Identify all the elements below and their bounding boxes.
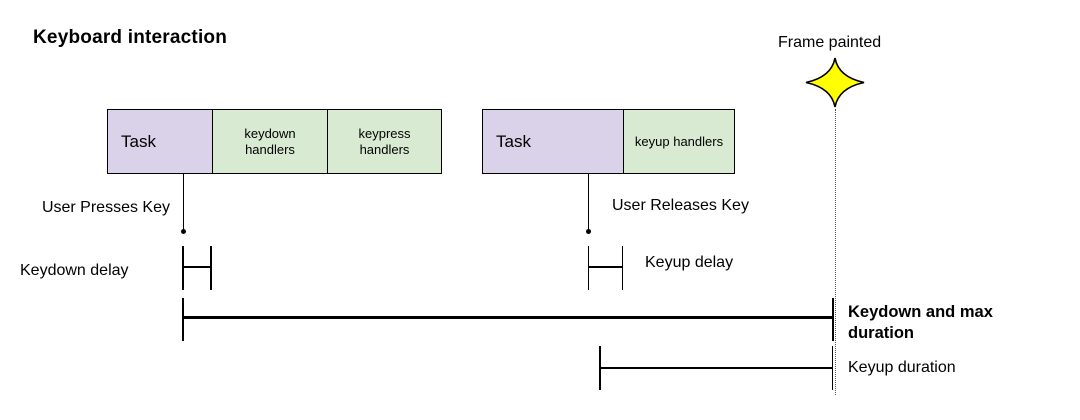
keydown-delay-start-tick [182, 246, 184, 290]
keyup-duration-start-tick [599, 346, 601, 390]
keyup-handlers-block: keyup handlers [623, 110, 734, 173]
frame-painted-label: Frame painted [778, 34, 882, 51]
keydown-delay-label: Keydown delay [20, 262, 129, 279]
task-block: Task [483, 110, 623, 173]
keyup-task-bar: Task keyup handlers [482, 109, 735, 174]
frame-painted-timeline-dotted-line [835, 109, 836, 395]
press-event-dot [180, 229, 186, 234]
page-title: Keyboard interaction [33, 27, 228, 48]
keyup-duration-label: Keyup duration [848, 359, 956, 376]
keydown-task-bar: Task keydown handlers keypress handlers [107, 109, 442, 174]
keyup-delay-start-tick [587, 246, 589, 290]
keydown-handlers-block: keydown handlers [212, 110, 327, 173]
keydown-max-duration-label: Keydown and max duration [848, 303, 993, 342]
keydown-max-duration-end-tick [831, 298, 834, 341]
keyup-delay-span-line [587, 266, 623, 268]
task-block: Task [108, 110, 212, 173]
keyup-duration-end-tick [831, 346, 833, 390]
keyup-delay-end-tick [621, 246, 623, 290]
keypress-handlers-block: keypress handlers [327, 110, 441, 173]
keyup-delay-label: Keyup delay [645, 254, 734, 271]
keydown-max-duration-start-tick [181, 298, 184, 341]
user-presses-key-label: User Presses Key [41, 199, 170, 216]
release-event-dot [585, 229, 591, 234]
frame-painted-star-icon [805, 57, 865, 108]
press-event-line [182, 174, 184, 230]
keydown-delay-span-line [182, 266, 212, 268]
release-event-line [587, 174, 589, 230]
keydown-delay-end-tick [210, 246, 212, 290]
keyup-duration-line [600, 367, 833, 369]
user-releases-key-label: User Releases Key [612, 197, 749, 214]
keydown-max-duration-line [183, 316, 833, 319]
